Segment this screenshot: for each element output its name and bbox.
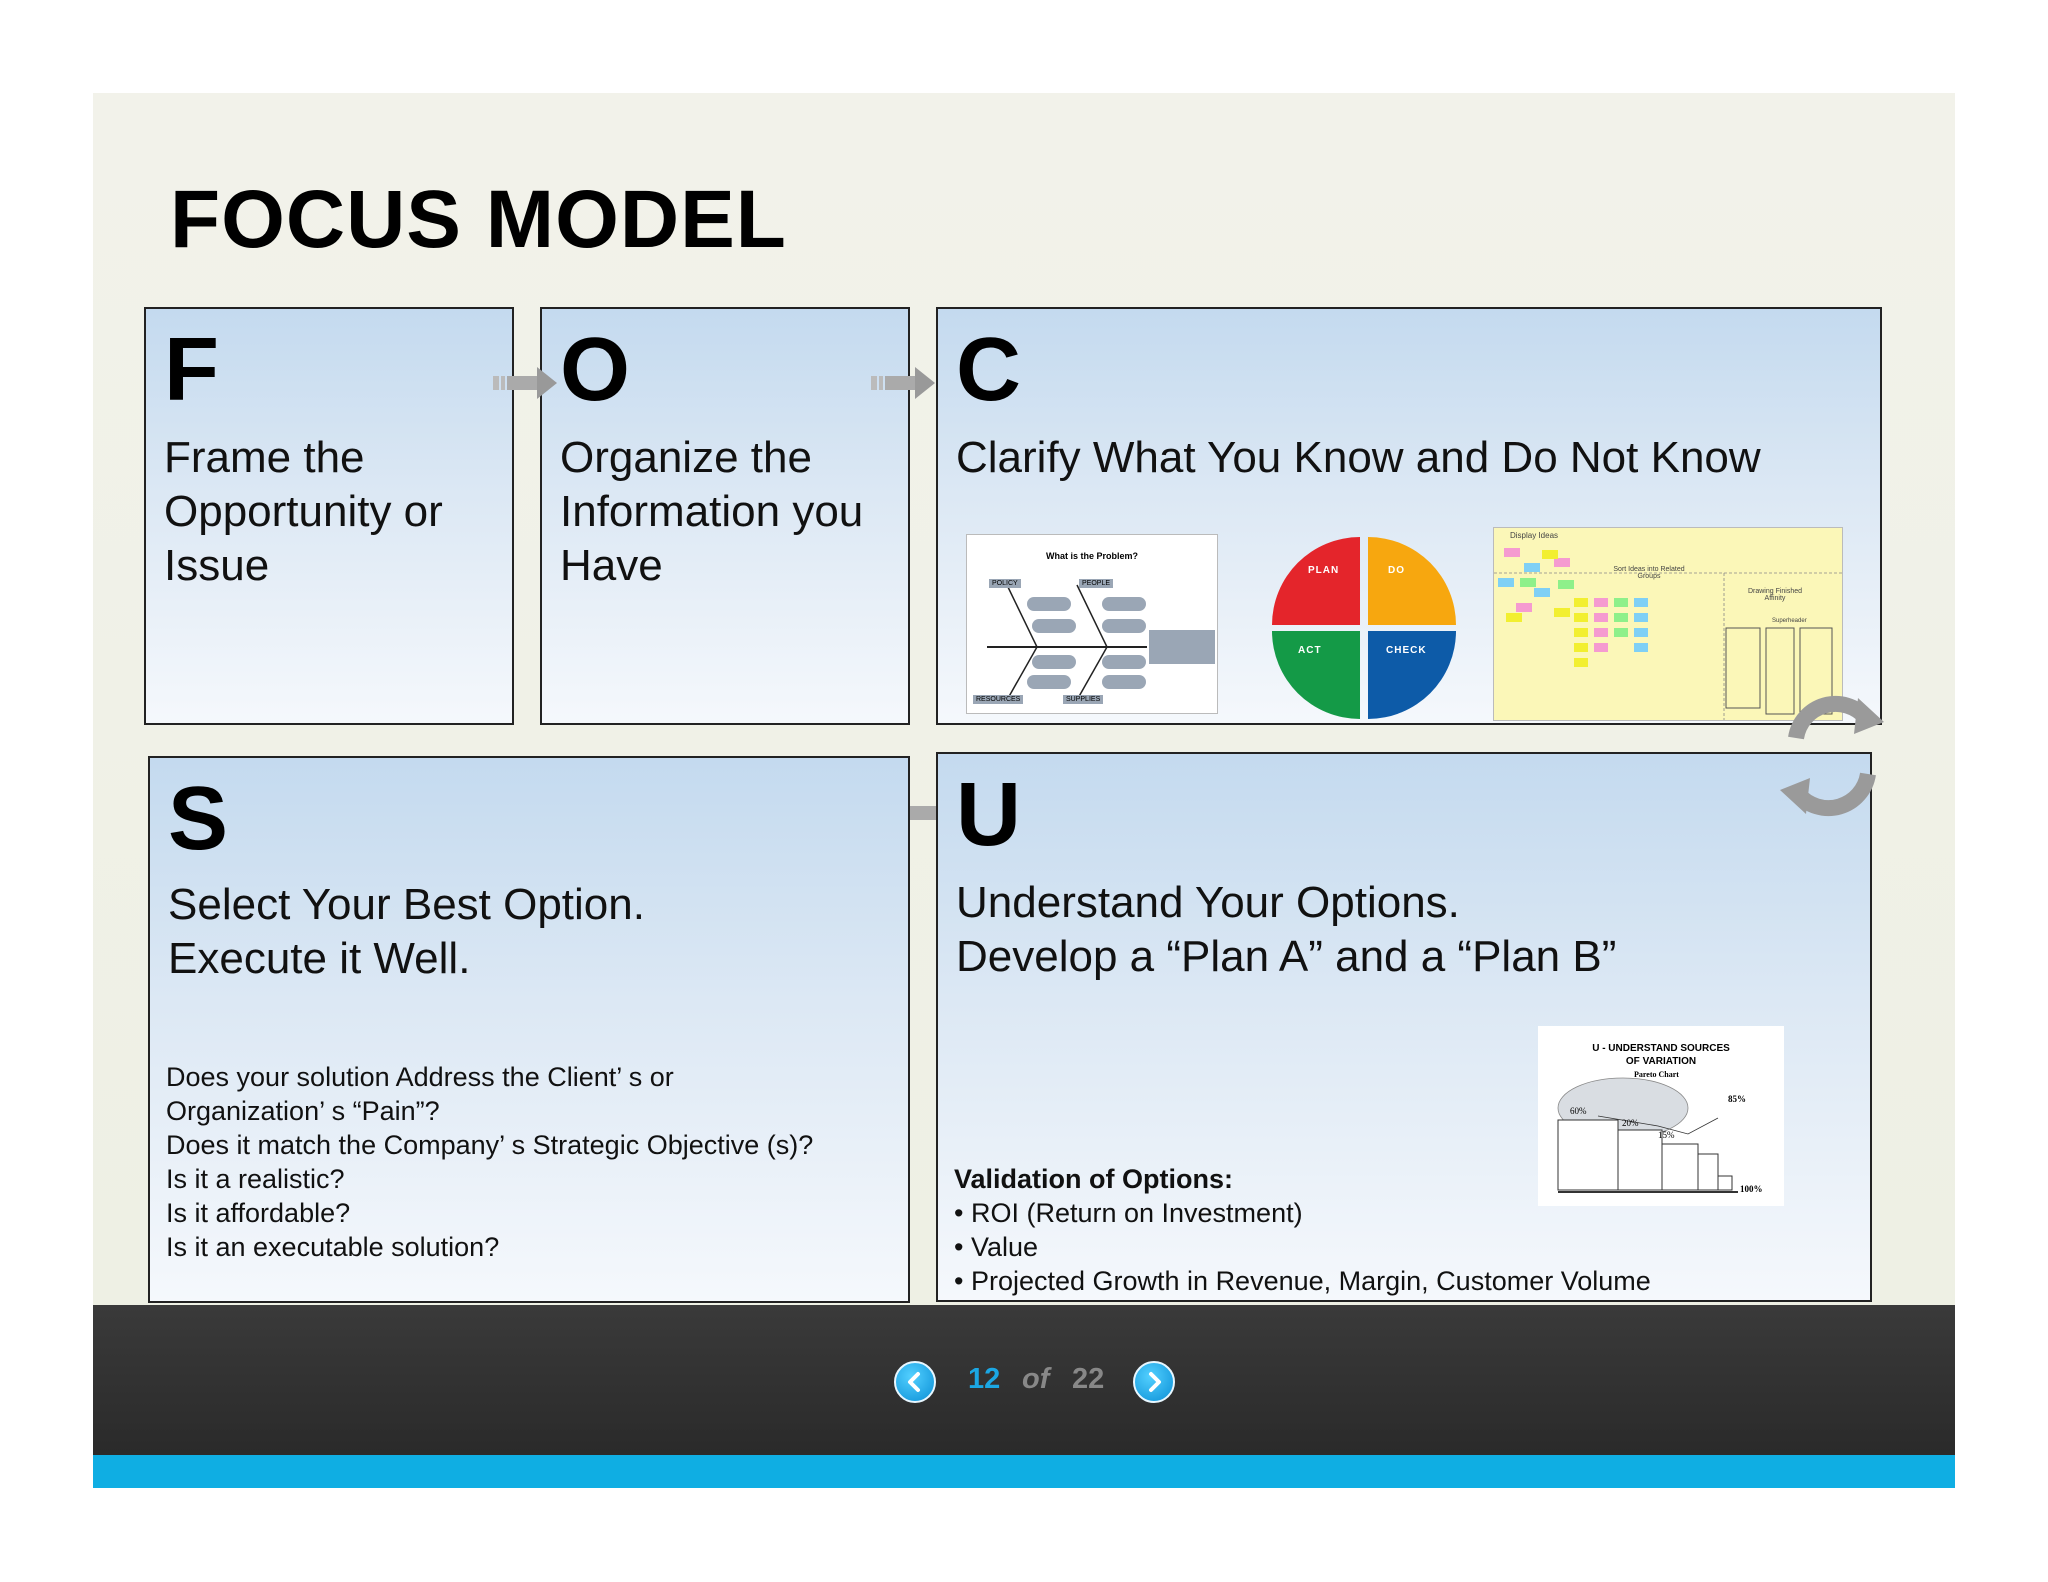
total-pages-number: 22 — [1072, 1363, 1105, 1395]
refresh-cycle-icon — [1780, 695, 1884, 817]
selection-questions: Does your solution Address the Client’ s… — [166, 1062, 814, 1262]
pareto-chart: U - UNDERSTAND SOURCES OF VARIATION Pare… — [1538, 1026, 1784, 1206]
pdca-label-plan: PLAN — [1308, 565, 1340, 576]
step-heading: Frame the Opportunity or Issue — [164, 433, 443, 590]
prev-page-button[interactable] — [894, 1361, 936, 1403]
step-heading: Clarify What You Know and Do Not Know — [956, 433, 1761, 482]
step-letter: C — [956, 320, 1021, 420]
affinity-label: Sort Ideas into Related Groups — [1613, 566, 1685, 580]
step-o-box: O Organize the Information you Have — [540, 307, 910, 725]
slide: FOCUS MODEL F Frame the Opportunity or I… — [93, 93, 1955, 1305]
arrow-right-icon — [871, 367, 935, 399]
pager-bar: 12 of 22 — [93, 1305, 1955, 1455]
fishbone-lines — [987, 584, 1215, 701]
fishbone-label: PEOPLE — [1079, 579, 1114, 588]
fishbone-label: POLICY — [989, 579, 1021, 588]
pareto-pct: 100% — [1740, 1184, 1763, 1194]
pareto-pct: 60% — [1570, 1106, 1587, 1116]
step-heading: Select Your Best Option. Execute it Well… — [168, 880, 645, 983]
arrow-right-icon — [493, 367, 557, 399]
step-f-box: F Frame the Opportunity or Issue — [144, 307, 514, 725]
step-letter: F — [164, 320, 219, 420]
pdca-label-act: ACT — [1298, 645, 1322, 656]
step-s-box: S Select Your Best Option. Execute it We… — [148, 756, 910, 1303]
pdca-quadrant — [1368, 631, 1456, 719]
pdca-label-check: CHECK — [1386, 645, 1427, 656]
fishbone-title: What is the Problem? — [1045, 551, 1138, 561]
step-letter: S — [168, 769, 229, 869]
step-heading: Understand Your Options. Develop a “Plan… — [956, 878, 1617, 981]
pareto-pct: 20% — [1622, 1118, 1639, 1128]
pareto-subtitle: Pareto Chart — [1634, 1070, 1679, 1079]
chevron-left-icon — [908, 1372, 920, 1392]
pdca-label-do: DO — [1388, 565, 1405, 576]
step-heading: Organize the Information you Have — [560, 433, 864, 590]
pdca-cycle: PLAN DO ACT CHECK — [1268, 535, 1460, 719]
pdca-quadrant — [1368, 537, 1456, 625]
accent-stripe — [93, 1455, 1955, 1488]
slide-title: FOCUS MODEL — [170, 174, 787, 265]
pareto-title: U - UNDERSTAND SOURCES OF VARIATION — [1592, 1043, 1730, 1067]
affinity-diagram: Display Ideas Sort Ideas into Related Gr… — [1493, 527, 1843, 721]
pareto-bars — [1557, 1077, 1738, 1193]
page-of-label: of — [1022, 1363, 1050, 1395]
step-letter: O — [560, 320, 631, 420]
fishbone-diagram: What is the Problem? POLICY PEOPLE RESOU… — [966, 534, 1218, 714]
affinity-notes — [1494, 548, 1842, 720]
next-page-button[interactable] — [1133, 1361, 1175, 1403]
fishbone-label: SUPPLIES — [1063, 695, 1104, 704]
pareto-pct: 15% — [1658, 1130, 1675, 1140]
affinity-label: Drawing Finished Affinity — [1747, 588, 1803, 602]
fishbone-label: RESOURCES — [973, 695, 1024, 704]
pdca-quadrant — [1272, 631, 1360, 719]
step-letter: U — [956, 765, 1021, 865]
step-c-box: C Clarify What You Know and Do Not Know … — [936, 307, 1882, 725]
validation-title: Validation of Options: — [954, 1164, 1233, 1194]
chevron-right-icon — [1149, 1372, 1161, 1392]
current-page-number: 12 — [968, 1363, 1001, 1395]
step-u-box: U Understand Your Options. Develop a “Pl… — [936, 752, 1872, 1302]
pdca-quadrant — [1272, 537, 1360, 625]
pdca-wheel — [1272, 537, 1456, 719]
affinity-label: Display Ideas — [1510, 531, 1559, 540]
validation-list: Validation of Options: • ROI (Return on … — [954, 1164, 1651, 1296]
pareto-pct: 85% — [1728, 1094, 1746, 1104]
affinity-label: Superheader — [1772, 618, 1807, 624]
